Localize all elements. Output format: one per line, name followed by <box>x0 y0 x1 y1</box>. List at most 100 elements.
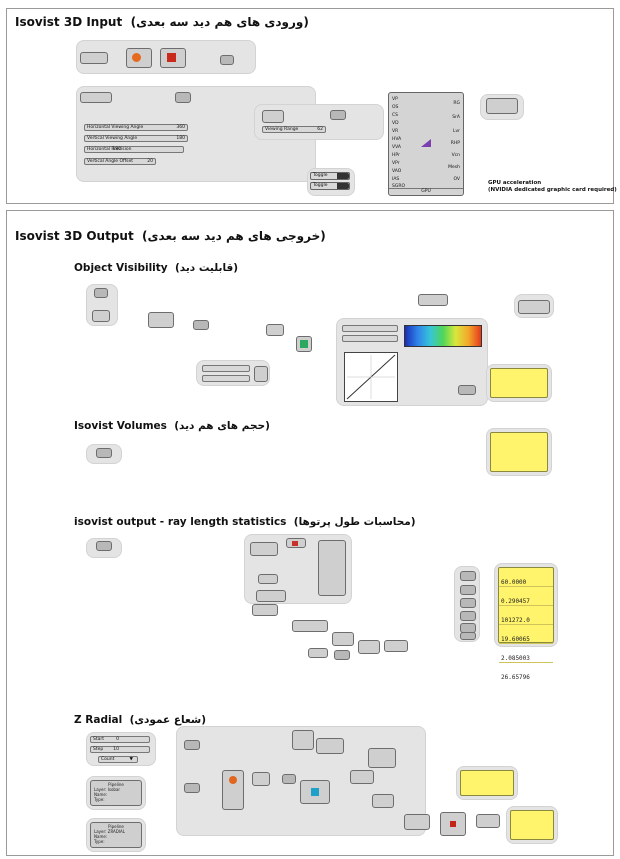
input-vp[interactable]: VP <box>392 97 398 102</box>
series-node[interactable] <box>292 730 314 750</box>
relay-node[interactable] <box>458 385 476 395</box>
graft-node[interactable] <box>316 738 344 754</box>
sort-node[interactable] <box>148 312 174 328</box>
sort-node-2[interactable] <box>350 770 374 784</box>
input-ias[interactable]: IAS <box>392 177 400 182</box>
relay-node[interactable] <box>460 611 476 621</box>
radial-output-panel-2[interactable] <box>510 810 554 840</box>
relay-node[interactable] <box>96 448 112 458</box>
relay-node[interactable] <box>96 541 112 551</box>
horizontal-viewing-angle-slider[interactable]: Horizontal Viewing Angle 360 <box>84 124 188 131</box>
output-node[interactable] <box>476 814 500 828</box>
gradient-param-slider[interactable] <box>342 325 398 332</box>
bake-node[interactable] <box>440 812 466 836</box>
input-hpr[interactable]: HPr <box>392 153 400 158</box>
radial-start-slider[interactable]: Start 0 <box>90 736 150 743</box>
relay-node[interactable] <box>94 288 108 298</box>
relay-node[interactable] <box>460 598 476 608</box>
curve-node[interactable] <box>368 748 396 768</box>
input-vpr[interactable]: VPr <box>392 161 400 166</box>
slider-value: 180 <box>112 147 121 152</box>
viewing-range-slider[interactable]: Viewing Range 62 <box>262 126 326 133</box>
list-item-node[interactable] <box>404 814 430 830</box>
evaluate-node[interactable] <box>300 780 330 804</box>
relay-node[interactable] <box>460 585 476 595</box>
horizontal-precision-slider[interactable]: Horizontal Precision 180 <box>84 146 184 153</box>
gradient-icon <box>300 340 308 348</box>
gradient-param-slider-2[interactable] <box>342 335 398 342</box>
output-vcn[interactable]: Vcn <box>451 153 460 158</box>
relay-node[interactable] <box>460 632 476 640</box>
stats-output-panel[interactable]: 60.0000 0.290457 101272.0 19.60065 2.085… <box>498 567 554 681</box>
relay-node[interactable] <box>184 740 200 750</box>
relay-node[interactable] <box>193 320 209 330</box>
relay-node[interactable] <box>220 55 234 65</box>
bake-icon <box>450 821 456 827</box>
division-node[interactable] <box>332 632 354 646</box>
pipe-node[interactable] <box>372 794 394 808</box>
isovist-3d-component[interactable]: VP OS CS VD VR HVA VVA HPr VPr VAO IAS S… <box>388 92 464 196</box>
bounds-node[interactable] <box>254 366 268 382</box>
input-vd[interactable]: VD <box>392 121 399 126</box>
mass-add-node[interactable] <box>256 590 286 602</box>
output-lvr[interactable]: Lvr <box>452 129 460 134</box>
sqrt-node[interactable] <box>384 640 408 652</box>
input-vr[interactable]: VR <box>392 129 399 134</box>
cap-component-node[interactable] <box>160 48 186 68</box>
expression-node[interactable] <box>292 620 328 632</box>
relay-node-2[interactable] <box>175 92 191 103</box>
preview-node[interactable] <box>418 294 448 306</box>
vertical-viewing-angle-slider[interactable]: Vertical Viewing Angle 180 <box>84 135 188 142</box>
bounds-min-slider[interactable] <box>202 365 250 372</box>
brep-param-node[interactable] <box>80 52 108 64</box>
solid-component-node[interactable] <box>126 48 152 68</box>
output-mesh[interactable]: Mesh <box>448 165 460 170</box>
relay-node[interactable] <box>282 774 296 784</box>
input-cs[interactable]: CS <box>392 113 398 118</box>
radial-output-panel-1[interactable] <box>460 770 514 796</box>
custom-preview-node[interactable] <box>518 300 550 314</box>
point-param-node[interactable] <box>80 92 112 103</box>
relay-node[interactable] <box>460 571 476 581</box>
input-os[interactable]: OS <box>392 105 399 110</box>
sg-toggle[interactable]: Toggle <box>310 182 350 190</box>
gradient-node[interactable] <box>296 336 312 352</box>
radial-count-dropdown[interactable]: Count ▼ <box>98 756 138 763</box>
brep-node[interactable] <box>222 770 244 810</box>
brep-icon <box>229 776 237 784</box>
relay-node[interactable] <box>184 783 200 793</box>
bounds-stat-node[interactable] <box>250 542 278 556</box>
deconstruct-node[interactable] <box>318 540 346 596</box>
input-sgro[interactable]: SGRO <box>392 184 406 189</box>
vector-node[interactable] <box>262 110 284 123</box>
bounds-max-slider[interactable] <box>202 375 250 382</box>
vertical-angle-offset-slider[interactable]: Vertical Angle Offset 20 <box>84 158 156 165</box>
radial-step-slider[interactable]: Step 10 <box>90 746 150 753</box>
color-gradient-bar[interactable] <box>404 325 482 347</box>
graph-mapper[interactable] <box>344 352 398 402</box>
output-ov[interactable]: OV <box>453 177 460 182</box>
list-length-node[interactable] <box>286 538 306 548</box>
param-node[interactable] <box>92 310 110 322</box>
input-hva[interactable]: HVA <box>392 137 402 142</box>
min-node[interactable] <box>308 648 328 658</box>
stddev-node[interactable] <box>252 604 278 616</box>
multiply-node[interactable] <box>358 640 380 654</box>
gpu-toggle[interactable]: Toggle <box>310 172 350 180</box>
input-vao[interactable]: VAO <box>392 169 402 174</box>
relay-node-3[interactable] <box>330 110 346 120</box>
relay-node[interactable] <box>334 650 350 660</box>
line-node[interactable] <box>252 772 270 786</box>
pipeline-node-2[interactable]: Pipeline Layer: ZRADIAL Name: Type: <box>90 822 142 848</box>
custom-preview-node[interactable] <box>486 98 518 114</box>
input-vva[interactable]: VVA <box>392 145 401 150</box>
section-title-z-radial: Z Radial (شعاع عمودی) <box>74 714 207 726</box>
visibility-panel[interactable] <box>490 368 548 398</box>
pipeline-node-1[interactable]: Pipeline Layer: Isobar Name: Type: <box>90 780 142 806</box>
average-node[interactable] <box>258 574 278 584</box>
output-rhp[interactable]: RHP <box>450 141 460 146</box>
output-rg[interactable]: RG <box>453 101 460 106</box>
output-sra[interactable]: SrA <box>452 115 460 120</box>
remap-node[interactable] <box>266 324 284 336</box>
volumes-panel[interactable] <box>490 432 548 472</box>
